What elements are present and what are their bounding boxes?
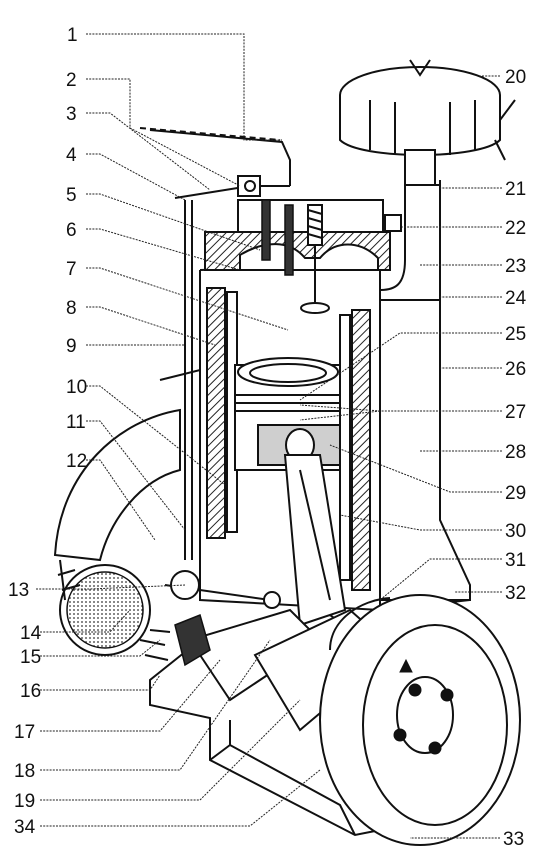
cylinder-block: [199, 180, 471, 612]
air-filter: [339, 59, 516, 301]
fuel-line: [139, 127, 281, 141]
piston: [234, 357, 341, 471]
label-2: 2: [66, 70, 77, 91]
label-26: 26: [505, 359, 526, 380]
label-22: 22: [505, 218, 526, 239]
label-21: 21: [505, 179, 526, 200]
label-5: 5: [66, 185, 77, 206]
label-11: 11: [66, 412, 86, 433]
rocker-assembly: [149, 129, 291, 560]
label-16: 16: [20, 681, 41, 702]
label-30: 30: [505, 521, 526, 542]
part-labels: 1 2 3 4 5 6 7 8 9 10 11 12 13 14 15 16 1…: [8, 25, 527, 850]
label-31: 31: [505, 550, 526, 571]
label-24: 24: [505, 288, 527, 309]
label-15: 15: [20, 647, 41, 668]
leader-lines: [36, 33, 502, 839]
label-32: 32: [505, 583, 526, 604]
label-14: 14: [20, 623, 42, 644]
label-7: 7: [66, 259, 77, 280]
cylinder-head: [204, 199, 402, 271]
label-27: 27: [505, 402, 526, 423]
label-29: 29: [505, 483, 526, 504]
valve-train: [261, 199, 330, 314]
label-9: 9: [66, 336, 77, 357]
label-25: 25: [505, 324, 526, 345]
connecting-rod: [283, 454, 347, 627]
label-19: 19: [14, 791, 35, 812]
intake-pipe: [53, 368, 201, 562]
label-4: 4: [66, 145, 77, 166]
label-6: 6: [66, 220, 77, 241]
label-8: 8: [66, 298, 77, 319]
label-10: 10: [66, 377, 87, 398]
label-18: 18: [14, 761, 35, 782]
label-3: 3: [66, 104, 77, 125]
label-33: 33: [503, 829, 524, 850]
label-1: 1: [67, 25, 78, 46]
label-13: 13: [8, 580, 29, 601]
label-20: 20: [505, 67, 526, 88]
engine-illustration: [53, 59, 521, 846]
label-17: 17: [14, 722, 35, 743]
timing-gears: [57, 559, 200, 661]
label-34: 34: [14, 817, 36, 838]
label-12: 12: [66, 451, 87, 472]
label-28: 28: [505, 442, 526, 463]
flywheel: [319, 594, 521, 846]
label-23: 23: [505, 256, 526, 277]
